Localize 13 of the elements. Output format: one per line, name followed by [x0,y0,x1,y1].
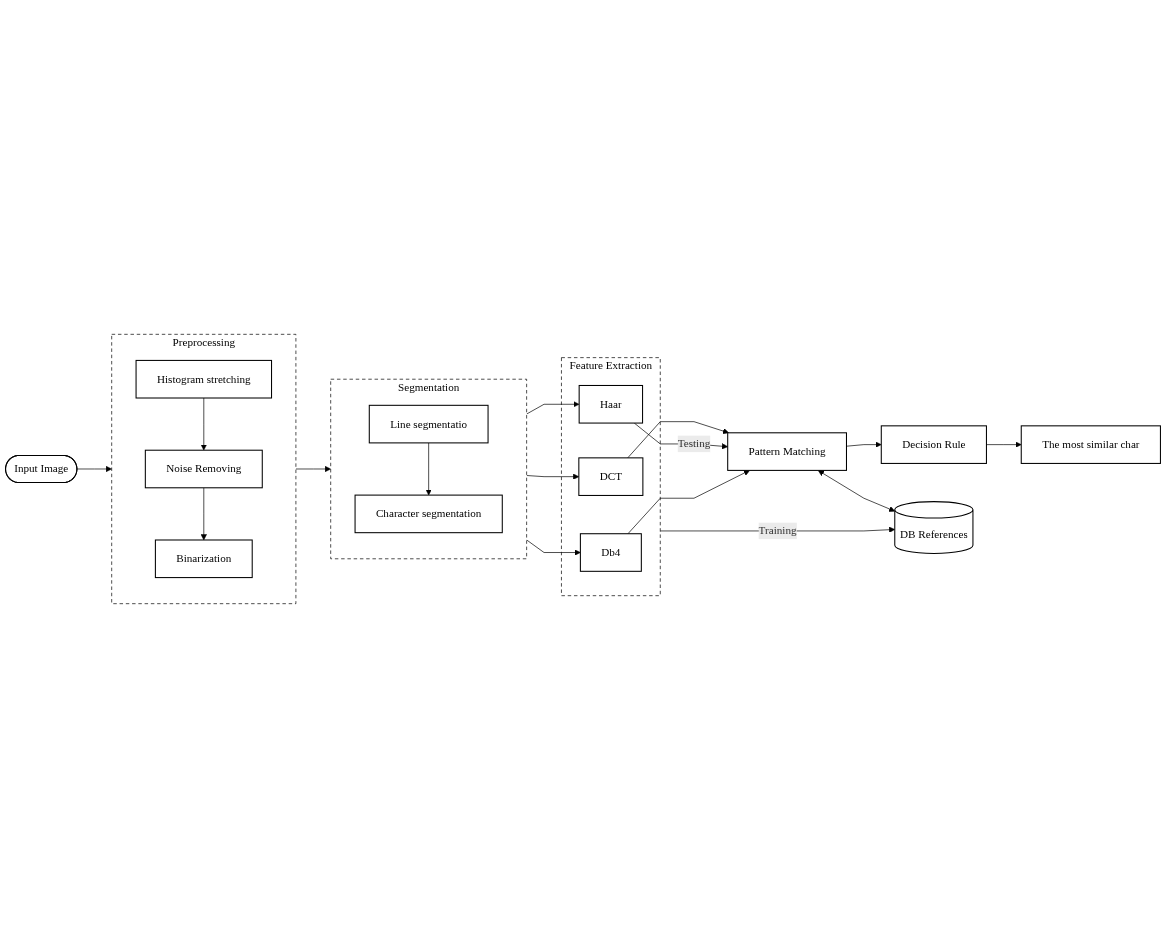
edge-label: Testing [677,437,711,450]
node-box: The most similar char [1020,424,1161,464]
node-box: Histogram stretching [135,359,273,398]
edge-label: Training [758,524,797,537]
node-box: Pattern Matching [727,431,847,471]
node-box: Haar [578,384,644,424]
node-box: Decision Rule [880,424,987,464]
node-box: Db4 [579,532,642,572]
node-box: Noise Removing [144,449,263,488]
node-box: Character segmentation [354,494,503,533]
node-box: Binarization [154,539,253,578]
node-box: DCT [578,456,644,496]
node-box: Line segmentatio [368,404,489,443]
